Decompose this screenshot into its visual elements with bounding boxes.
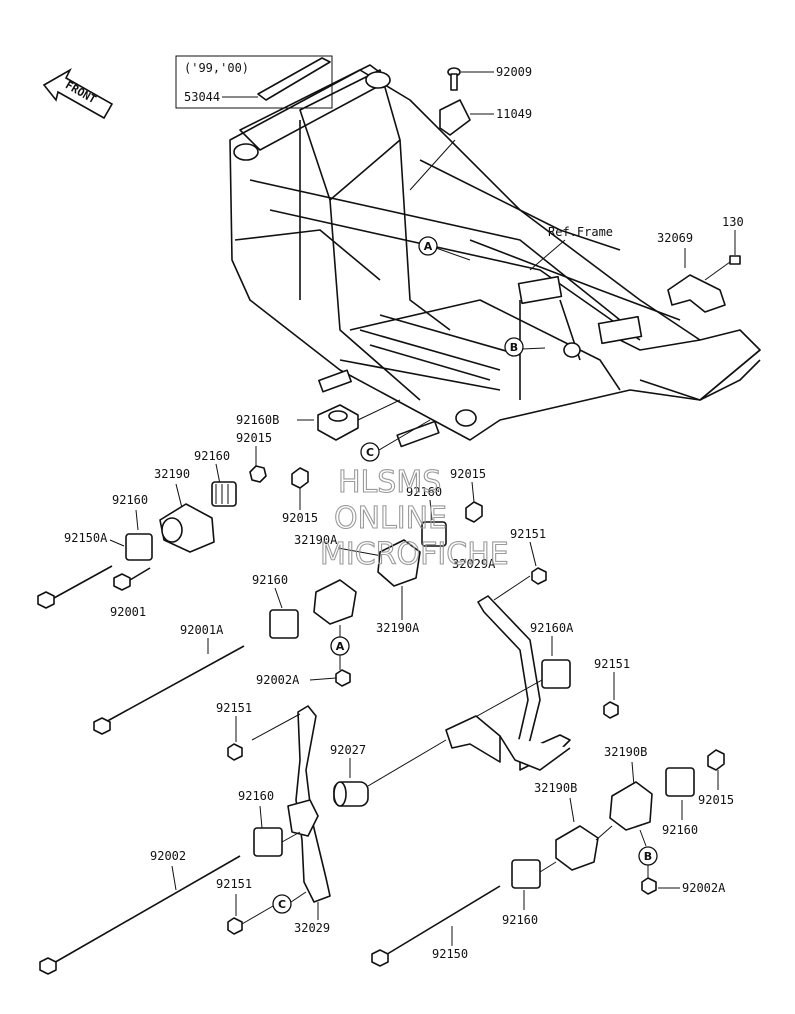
label-92160-a: 92160 [194, 449, 230, 463]
label-92151-a: 92151 [510, 527, 546, 541]
label-92160-b: 92160 [112, 493, 148, 507]
bolt-92151-b [603, 701, 619, 719]
mount-32190A-b [313, 579, 357, 625]
mount-32190B-b [555, 825, 599, 871]
bolt-92150 [371, 885, 501, 967]
nut-92015-a [249, 465, 267, 483]
year-note-box: ('99,'00) 53044 [175, 55, 333, 109]
watermark: HLSMS ONLINE MICROFICHE [319, 464, 509, 572]
label-92015-c: 92015 [450, 467, 486, 481]
bolt-92151-a [531, 567, 547, 585]
label-32190A-b: 32190A [376, 621, 420, 635]
callout-a-bottom: A [330, 636, 350, 656]
bolt-92002 [39, 855, 241, 975]
bushing-92160-c [421, 521, 447, 547]
label-53044: 53044 [184, 90, 220, 104]
mount-32190B-a [609, 781, 653, 831]
callout-a-bottom-text: A [336, 640, 345, 653]
mount-32190A-a [377, 539, 421, 587]
label-92015-d: 92015 [698, 793, 734, 807]
watermark-line-3: MICROFICHE [320, 537, 509, 572]
bolt-130 [704, 255, 741, 281]
label-92150: 92150 [432, 947, 468, 961]
callout-c-top: C [360, 442, 380, 462]
label-92015-b: 92015 [282, 511, 318, 525]
bushing-92160-g [511, 859, 541, 889]
label-92160-c: 92160 [406, 485, 442, 499]
label-92009: 92009 [496, 65, 532, 79]
main-frame [229, 64, 761, 448]
bushing-92160-f [253, 827, 283, 857]
ref-frame-label: Ref.Frame [548, 225, 613, 239]
label-92002A-b: 92002A [682, 881, 726, 895]
callout-c-top-text: C [366, 446, 374, 459]
bracket-11049 [439, 99, 471, 136]
callout-a-top: A [418, 236, 438, 256]
label-32190B-a: 32190B [604, 745, 647, 759]
label-92151-c: 92151 [216, 701, 252, 715]
callout-c-bottom: C [272, 894, 292, 914]
callout-b-bottom: B [638, 846, 658, 866]
label-32190A-a: 32190A [294, 533, 338, 547]
label-32190B-b: 32190B [534, 781, 577, 795]
label-92150A: 92150A [64, 531, 108, 545]
label-92160B: 92160B [236, 413, 279, 427]
label-92015-a: 92015 [236, 431, 272, 445]
label-92027: 92027 [330, 743, 366, 757]
label-92160-d: 92160 [252, 573, 288, 587]
stay-32029 [287, 705, 331, 903]
label-32069: 32069 [657, 231, 693, 245]
bolt-92151-d [227, 917, 243, 935]
label-32190: 32190 [154, 467, 190, 481]
label-92002: 92002 [150, 849, 186, 863]
mount-32190 [159, 503, 215, 553]
stay-32029A [477, 595, 571, 771]
label-92001A: 92001A [180, 623, 224, 637]
front-arrow-icon: FRONT [42, 67, 114, 120]
label-92160-g: 92160 [502, 913, 538, 927]
bushing-92160-b [125, 533, 153, 561]
bracket-32069 [667, 274, 726, 313]
year-note: ('99,'00) [184, 61, 249, 75]
label-92160-e: 92160 [662, 823, 698, 837]
watermark-line-1: HLSMS [338, 465, 441, 500]
bushing-92160A [541, 659, 571, 689]
callout-b-top: B [504, 337, 524, 357]
label-32029: 32029 [294, 921, 330, 935]
bolt-92151-c [227, 743, 243, 761]
bolt-92001A [93, 645, 245, 735]
collar-92027 [333, 781, 369, 807]
bolt-92001 [113, 567, 151, 591]
label-11049: 11049 [496, 107, 532, 121]
bolt-92002A-b [641, 877, 657, 895]
callout-a-top-text: A [424, 240, 433, 253]
callout-b-top-text: B [510, 341, 518, 354]
label-92160A: 92160A [530, 621, 574, 635]
label-92160-f: 92160 [238, 789, 274, 803]
pad-92160B [317, 404, 359, 441]
label-32029A: 32029A [452, 557, 496, 571]
bushing-92160-d [269, 609, 299, 639]
label-92002A-a: 92002A [256, 673, 300, 687]
label-92151-b: 92151 [594, 657, 630, 671]
pipe-part [257, 57, 331, 101]
bolt-92002A-a [335, 669, 351, 687]
label-92151-d: 92151 [216, 877, 252, 891]
label-130: 130 [722, 215, 744, 229]
nut-92015-d [707, 749, 725, 771]
nut-92015-b [291, 467, 309, 489]
stay-32029A-lower [445, 715, 571, 771]
bushing-92160-a [211, 481, 237, 507]
callout-c-bottom-text: C [278, 898, 286, 911]
bushing-92160-e [665, 767, 695, 797]
callout-b-bottom-text: B [644, 850, 652, 863]
nut-92015-c [465, 501, 483, 523]
label-92001: 92001 [110, 605, 146, 619]
bolt-92009 [447, 67, 461, 91]
bolt-92150A [37, 565, 113, 609]
watermark-line-2: ONLINE [334, 501, 447, 536]
